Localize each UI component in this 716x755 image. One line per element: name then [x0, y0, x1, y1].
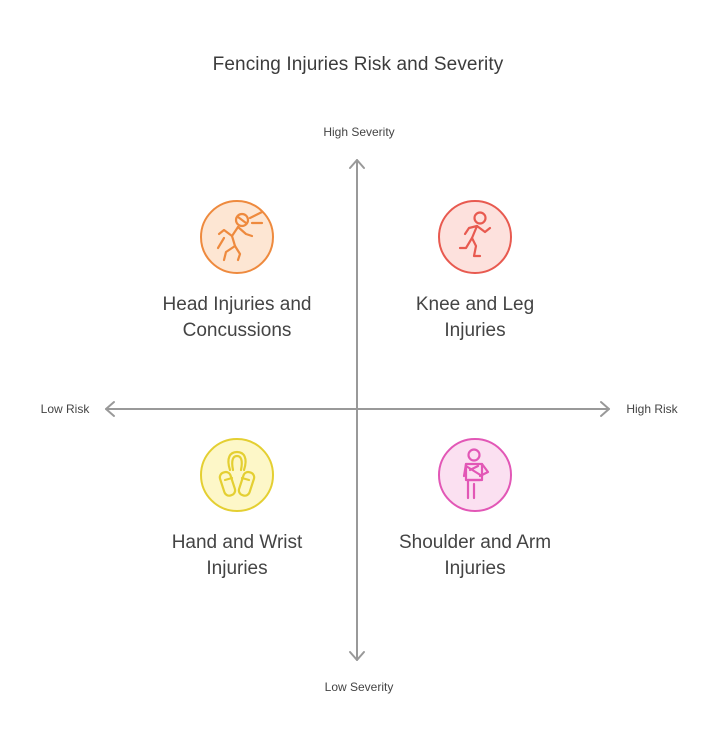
quadrant-label-line: Knee and Leg — [415, 294, 535, 315]
diagram-title: Fencing Injuries Risk and Severity — [212, 54, 504, 75]
arrow-up-icon — [349, 159, 365, 169]
axis-label-low-severity: Low Severity — [324, 680, 394, 694]
quadrant-label-line: Head Injuries and — [162, 294, 312, 315]
hand-wrist-injuries-badge — [200, 438, 274, 512]
shoulder-arm-injuries-badge — [438, 438, 512, 512]
quadrant-label-line: Hand and Wrist — [171, 532, 303, 553]
axis-label-high-risk: High Risk — [626, 402, 678, 416]
arrow-left-icon — [105, 401, 115, 417]
quadrant-label-line: Shoulder and Arm — [398, 532, 552, 553]
fencer-lunge-icon — [216, 210, 264, 262]
quadrant-label-line: Injuries — [444, 320, 506, 341]
axis-label-low-risk: Low Risk — [40, 402, 90, 416]
quadrant-label-head-injuries: Head Injuries and Concussions — [137, 292, 337, 344]
running-person-icon — [458, 211, 492, 258]
quadrant-label-line: Injuries — [444, 558, 506, 579]
quadrant-label-line: Concussions — [182, 320, 292, 341]
arrow-down-icon — [349, 651, 365, 661]
arrow-right-icon — [600, 401, 610, 417]
quadrant-label-hand-wrist-injuries: Hand and Wrist Injuries — [137, 530, 337, 582]
quadrant-label-knee-leg-injuries: Knee and Leg Injuries — [375, 292, 575, 344]
quadrant-label-shoulder-arm-injuries: Shoulder and Arm Injuries — [375, 530, 575, 582]
hand-grip-icon — [218, 450, 256, 497]
axis-label-high-severity: High Severity — [323, 125, 395, 139]
quadrant-label-line: Injuries — [206, 558, 268, 579]
head-injuries-badge — [200, 200, 274, 274]
knee-leg-injuries-badge — [438, 200, 512, 274]
arm-sling-icon — [462, 448, 490, 500]
